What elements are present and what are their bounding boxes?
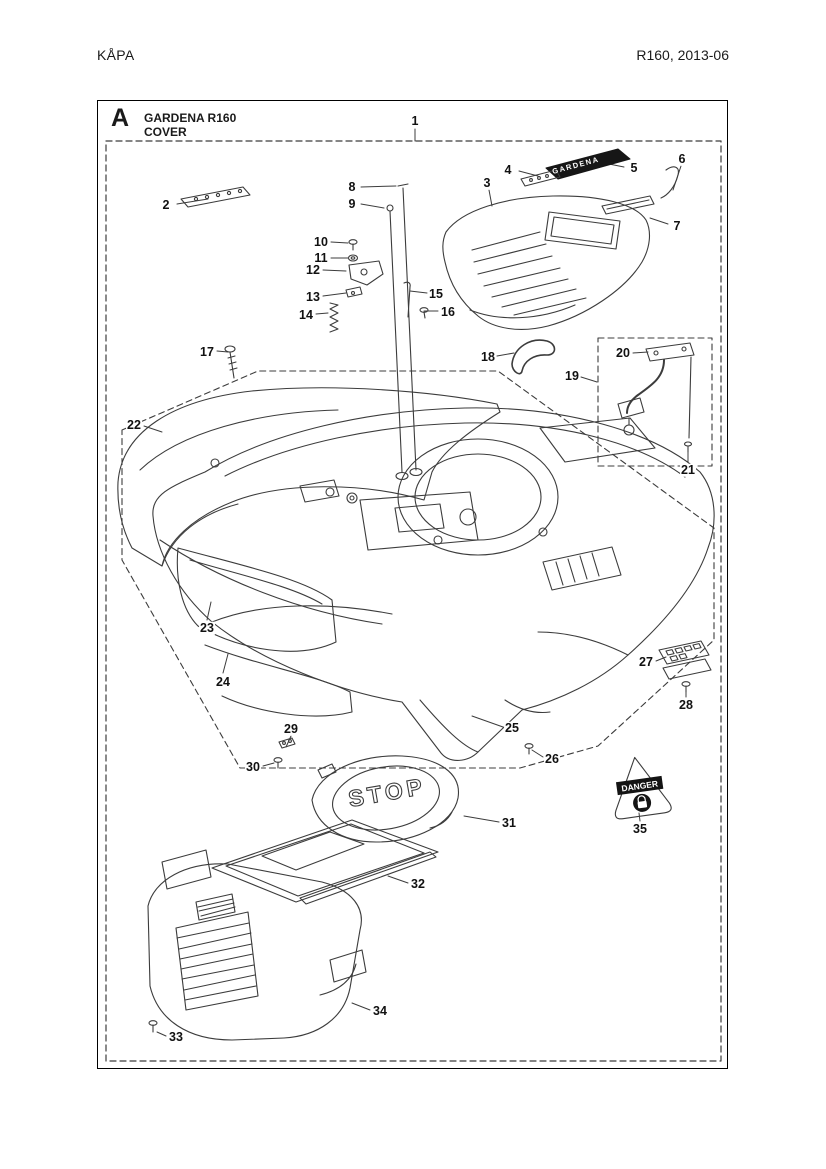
main-body-chassis	[152, 407, 715, 761]
part-4-strip	[520, 169, 561, 187]
part-18-handle	[511, 339, 556, 375]
section-letter: A	[111, 104, 130, 132]
part-6-lever	[660, 166, 679, 199]
part-23-24-side-panels	[176, 547, 353, 717]
part-31-stop-housing	[311, 755, 459, 843]
part-3-top-cover	[442, 195, 651, 330]
part-14-spring	[329, 302, 339, 333]
diagram-frame: A GARDENA R160 COVER	[97, 100, 728, 1069]
part-17-screw	[224, 345, 238, 379]
part-8-9-pins	[386, 183, 423, 481]
part-2-strip	[180, 186, 251, 208]
part-19-20-21-bracket	[617, 342, 695, 453]
dashed-group-outline	[121, 370, 715, 769]
part-22-front-cover	[117, 387, 501, 567]
part-12-13-bracket	[345, 260, 384, 298]
part-15-16-rod-screw	[403, 281, 429, 319]
part-34-front-body	[147, 849, 367, 1041]
dashed-border	[105, 140, 722, 1062]
part-7-strip	[601, 195, 655, 215]
part-32-tray	[211, 819, 439, 905]
stop-button-text: STOP	[346, 773, 428, 812]
part-26-screw	[524, 743, 534, 755]
part-10-11-fasteners	[347, 239, 359, 262]
part-35-danger-decal: DANGER	[614, 756, 672, 820]
part-29-clip	[278, 737, 296, 749]
page-header-left: KÅPA	[97, 47, 135, 63]
page-header-right: R160, 2013-06	[636, 47, 729, 63]
part-28-screw	[681, 681, 691, 693]
leader-lines	[143, 128, 689, 1037]
part-33-screw	[148, 1020, 158, 1033]
part-30-screw	[273, 757, 283, 769]
part-5-brand-strip	[545, 148, 631, 180]
diagram-title-line1: GARDENA R160	[144, 111, 237, 125]
dashed-bracket-box	[597, 337, 713, 467]
diagram-title-line2: COVER	[144, 125, 187, 140]
diagram-title: GARDENA R160 COVER	[144, 111, 236, 140]
part-27-keypad	[658, 640, 712, 680]
